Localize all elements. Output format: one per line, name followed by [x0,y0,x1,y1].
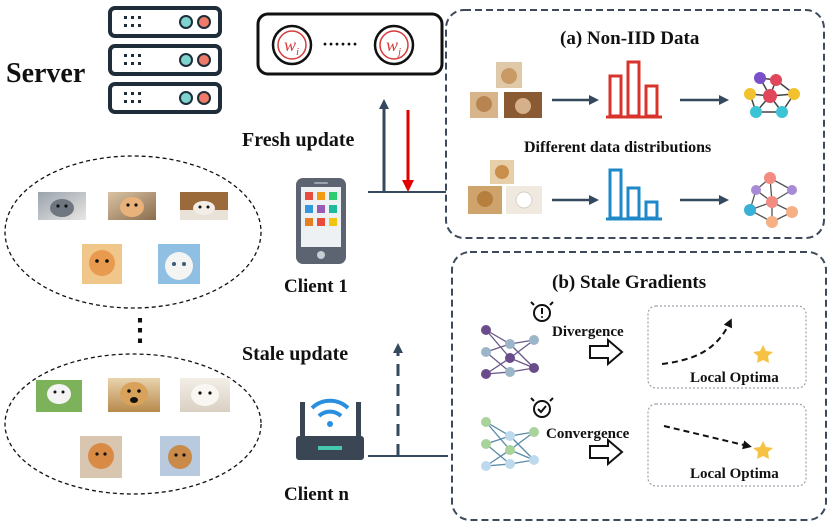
neural-network-icon [481,325,539,379]
cat-photo [82,244,122,284]
weight-i-subscript: i [296,46,299,58]
panel-a-middle-text: Different data distributions [524,139,711,156]
clients-ellipsis: ⋮ [125,314,155,347]
dog-photo [160,436,200,476]
neural-network-icon [744,72,800,118]
histogram-red [606,60,662,119]
alarm-icon [530,301,554,322]
cat-photo-stack [470,62,542,118]
panel-b-title: (b) Stale Gradients [552,272,706,293]
cat-photo [36,380,82,412]
dog-photo [108,378,160,412]
weight-i-label: wi [284,35,299,58]
client-n-data-pool [4,353,262,495]
phone-icon [296,178,346,264]
dog-photo [80,436,122,478]
client-n-label: Client n [284,484,349,505]
cat-photo [180,192,228,220]
cat-photo [158,244,200,284]
stale-update-label: Stale update [242,343,348,365]
fresh-update-arrows [368,99,448,193]
fresh-update-label: Fresh update [242,129,355,151]
weight-j-subscript: j [396,46,401,58]
weight-dots: ······ [322,34,358,54]
model-weights-box [256,12,444,76]
panel-non-iid-data [445,9,825,239]
divergence-plot [647,305,807,389]
neural-network-icon [481,417,539,471]
histogram-blue [606,168,662,221]
alarm-check-icon [530,397,554,418]
client-1-label: Client 1 [284,276,348,297]
divergence-label: Divergence [552,324,624,340]
local-optima-label-1: Local Optima [690,370,779,386]
server-icon [108,6,222,114]
convergence-plot [647,403,807,487]
star-icon [753,441,773,459]
cat-photo [108,192,156,220]
convergence-label: Convergence [546,426,630,442]
cat-photo [38,192,86,220]
star-icon [753,345,773,363]
weight-j-label: wj [386,35,401,58]
hollow-arrow [589,437,624,467]
client-1-data-pool [4,155,262,309]
stale-update-arrows [368,343,448,457]
dog-photo-stack [468,160,542,214]
dog-photo [180,378,230,412]
hollow-arrow [589,337,624,367]
neural-network-icon [744,172,798,228]
local-optima-label-2: Local Optima [690,466,779,482]
panel-a-title: (a) Non-IID Data [560,28,700,49]
server-label: Server [6,58,85,89]
router-icon [296,398,364,460]
